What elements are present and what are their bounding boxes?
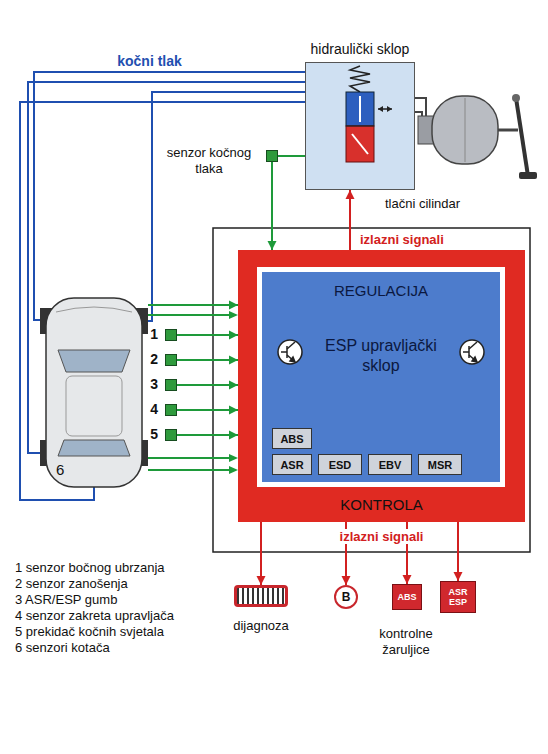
connector-line [177,334,238,336]
connector-line [271,162,273,250]
node-text: ABS [397,592,416,602]
arrowhead [403,575,412,584]
connector-line [177,359,238,361]
warning-lamp: ASR ESP [440,581,476,613]
valve-symbol [346,66,392,162]
connector [268,162,277,250]
edge-label: kočni tlak [115,53,184,69]
sensor-square: 1 [165,329,177,341]
key-entry: 1 senzor bočnog ubrzanja [15,560,165,575]
function-box: ESD [318,454,362,475]
function-box: MSR [418,454,462,475]
hydraulic-unit: hidraulički sklop [305,62,415,190]
arrowhead [257,576,266,585]
node-text: senzor kočnog tlaka [159,145,259,177]
arrowhead [454,572,463,581]
part-label: kontrolne žaruljice [366,626,446,658]
node-text: ASR ESP [445,587,471,607]
pressure-sensor: senzor kočnog tlaka [266,150,278,162]
function-box: EBV [368,454,412,475]
connector-line [177,384,238,386]
node-text: ESD [329,459,352,471]
arrowhead [229,301,238,310]
node-text: REGULACIJA [262,282,500,299]
connector [177,431,238,440]
node-text: hidraulički sklop [311,41,410,57]
edge-label: izlazni signali [358,232,446,247]
arrowhead [346,190,355,199]
sensor-square: 2 [165,354,177,366]
node-text: 3 [150,376,158,392]
arrowhead [229,356,238,365]
key-entry: 2 senzor zanošenja [15,576,128,591]
transistor-symbol [460,340,484,364]
sensor-square: 3 [165,379,177,391]
node-text: KONTROLA [238,496,525,513]
connector [148,301,238,310]
node-text: ABS [280,433,303,445]
car-top-view [40,298,148,487]
key-entry: 4 senzor zakreta upravljača [15,608,174,623]
node-text: dijagnoza [233,618,289,633]
node-text: ASR [280,459,303,471]
control-housing [213,228,530,552]
brake-booster [415,94,537,179]
node-text: izlazni signali [337,529,427,544]
arrowhead [229,431,238,440]
esp-control-unit: REGULACIJA ESP upravljački sklopABS ASR ESD… [262,272,500,482]
arrowhead [229,406,238,415]
connector-line [177,409,238,411]
key-entry: 6 senzori kotača [15,640,110,655]
connector [257,522,266,585]
node-text: ESP upravljački sklop [311,336,451,376]
connector [177,331,238,340]
key-entry: 5 prekidač kočnih svjetala [15,624,164,639]
node-text: 1 [150,326,158,342]
sensor-square: 5 [165,429,177,441]
connector-line [260,522,262,585]
node-text: 6 [56,461,64,478]
connector-line [177,434,238,436]
transistor-symbol [278,340,302,364]
connector-line [148,304,238,306]
warning-lamp: ABS [392,584,422,610]
connector [346,190,355,250]
node-text: 5 [150,426,158,442]
arrowhead [268,241,277,250]
node-text: 2 [150,351,158,367]
car-outline: 6 [40,298,148,487]
arrowhead [229,381,238,390]
warning-lamp: B [334,585,358,609]
sensor-square: 4 [165,404,177,416]
connector [454,522,463,581]
node-text: MSR [428,459,452,471]
function-box: ASR [272,454,312,475]
arrowhead [342,576,351,585]
function-box: ABS [272,428,312,449]
connector [177,356,238,365]
connector [177,406,238,415]
key-entry: 3 ASR/ESP gumb [15,592,117,607]
part-label: tlačni cilindar [385,196,460,211]
diagnosis-connector: dijagnoza [234,585,288,607]
connector [177,381,238,390]
arrowhead [229,331,238,340]
node-text: B [342,590,351,604]
control-frame: KONTROLAizlazni signaliREGULACIJAESP upr… [238,250,525,522]
node-text: EBV [379,459,402,471]
node-text: 4 [150,401,158,417]
